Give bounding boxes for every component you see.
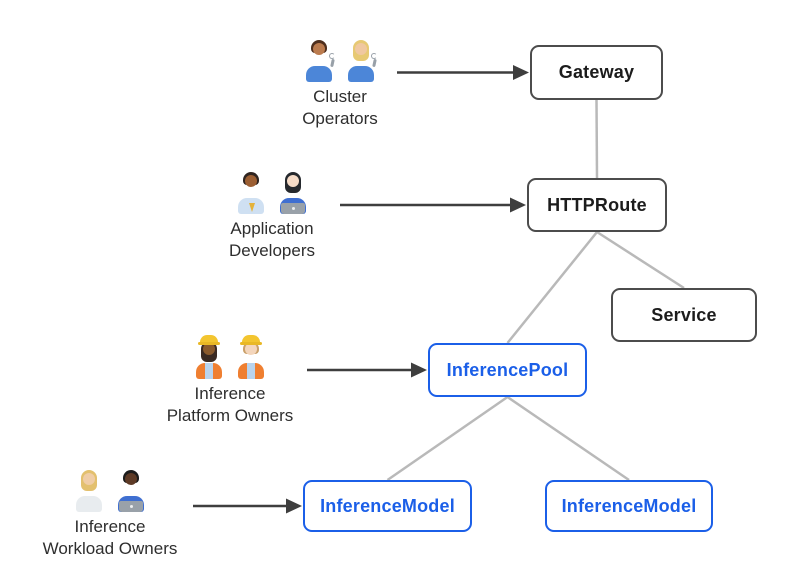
node-inferencemodel-left-label: InferenceModel [320, 495, 455, 516]
persona-label-line: Operators [302, 109, 378, 128]
node-gateway-label: Gateway [558, 62, 635, 82]
persona-inference-platform-owners-emojis [135, 333, 325, 379]
persona-inference-platform-owners: Inference Platform Owners [135, 333, 325, 427]
laptop-icon [119, 501, 143, 512]
person-head [245, 175, 257, 187]
woman-mechanic-emoji [344, 38, 378, 82]
arrow-head-inference-platform-owners [411, 362, 427, 378]
persona-inference-workload-owners-emojis [13, 466, 207, 512]
persona-cluster-operators-label: Cluster Operators [250, 86, 430, 130]
man-office-worker-emoji [234, 170, 268, 214]
node-inferencepool: InferencePool [428, 343, 587, 397]
man-mechanic-emoji [302, 38, 336, 82]
tie-shape [248, 203, 255, 212]
node-httproute-label: HTTPRoute [547, 194, 647, 215]
woman-construction-worker-emoji [192, 335, 226, 379]
persona-label-line: Workload Owners [42, 539, 178, 558]
person-head [83, 473, 95, 485]
man-technologist-dark-emoji [114, 468, 148, 512]
node-service-label: Service [651, 304, 717, 325]
health-worker-emoji [72, 468, 106, 512]
person-head [313, 43, 325, 55]
node-gateway: Gateway [530, 45, 663, 100]
persona-application-developers: Application Developers [182, 168, 362, 262]
person-torso [348, 66, 374, 82]
persona-label-line: Application [230, 219, 314, 238]
persona-label-line: Inference [74, 517, 146, 536]
person-head [203, 343, 215, 355]
persona-application-developers-label: Application Developers [182, 218, 362, 262]
arrow-head-cluster-operators [513, 65, 529, 80]
hard-hat-icon [198, 335, 220, 345]
node-httproute: HTTPRoute [527, 178, 667, 232]
person-head [355, 43, 367, 55]
connector-httproute-service [596, 230, 685, 290]
persona-inference-workload-owners-label: Inference Workload Owners [13, 516, 207, 560]
persona-inference-workload-owners: Inference Workload Owners [13, 466, 207, 560]
persona-label-line: Inference [194, 384, 266, 403]
persona-cluster-operators: Cluster Operators [250, 36, 430, 130]
person-torso [238, 363, 264, 379]
persona-label-line: Platform Owners [166, 406, 294, 425]
person-torso [196, 363, 222, 379]
woman-technologist-emoji [276, 170, 310, 214]
node-service: Service [611, 288, 757, 342]
persona-cluster-operators-emojis [250, 36, 430, 82]
man-construction-worker-emoji [234, 335, 268, 379]
wrench-icon [371, 53, 378, 67]
person-head [125, 473, 137, 485]
node-inferencemodel-left: InferenceModel [303, 480, 472, 532]
persona-label-line: Cluster [313, 87, 367, 106]
connector-inferencepool-inferencemodel_right [506, 395, 630, 482]
node-inferencemodel-right-label: InferenceModel [561, 495, 697, 516]
arrow-head-inference-workload-owners [286, 498, 302, 514]
arrow-head-application-developers [510, 197, 526, 213]
connector-httproute-inferencepool [506, 231, 598, 344]
node-inferencemodel-right: InferenceModel [545, 480, 713, 532]
person-head [287, 175, 299, 187]
wrench-icon [329, 53, 336, 67]
laptop-icon [281, 203, 305, 214]
persona-inference-platform-owners-label: Inference Platform Owners [135, 383, 325, 427]
person-head [245, 343, 257, 355]
connector-inferencepool-inferencemodel_left [386, 395, 509, 482]
persona-application-developers-emojis [182, 168, 362, 214]
person-torso [306, 66, 332, 82]
node-inferencepool-label: InferencePool [446, 359, 569, 380]
person-torso [76, 496, 102, 512]
connector-gateway-httproute [595, 99, 599, 179]
persona-label-line: Developers [229, 241, 315, 260]
hard-hat-icon [240, 335, 262, 345]
